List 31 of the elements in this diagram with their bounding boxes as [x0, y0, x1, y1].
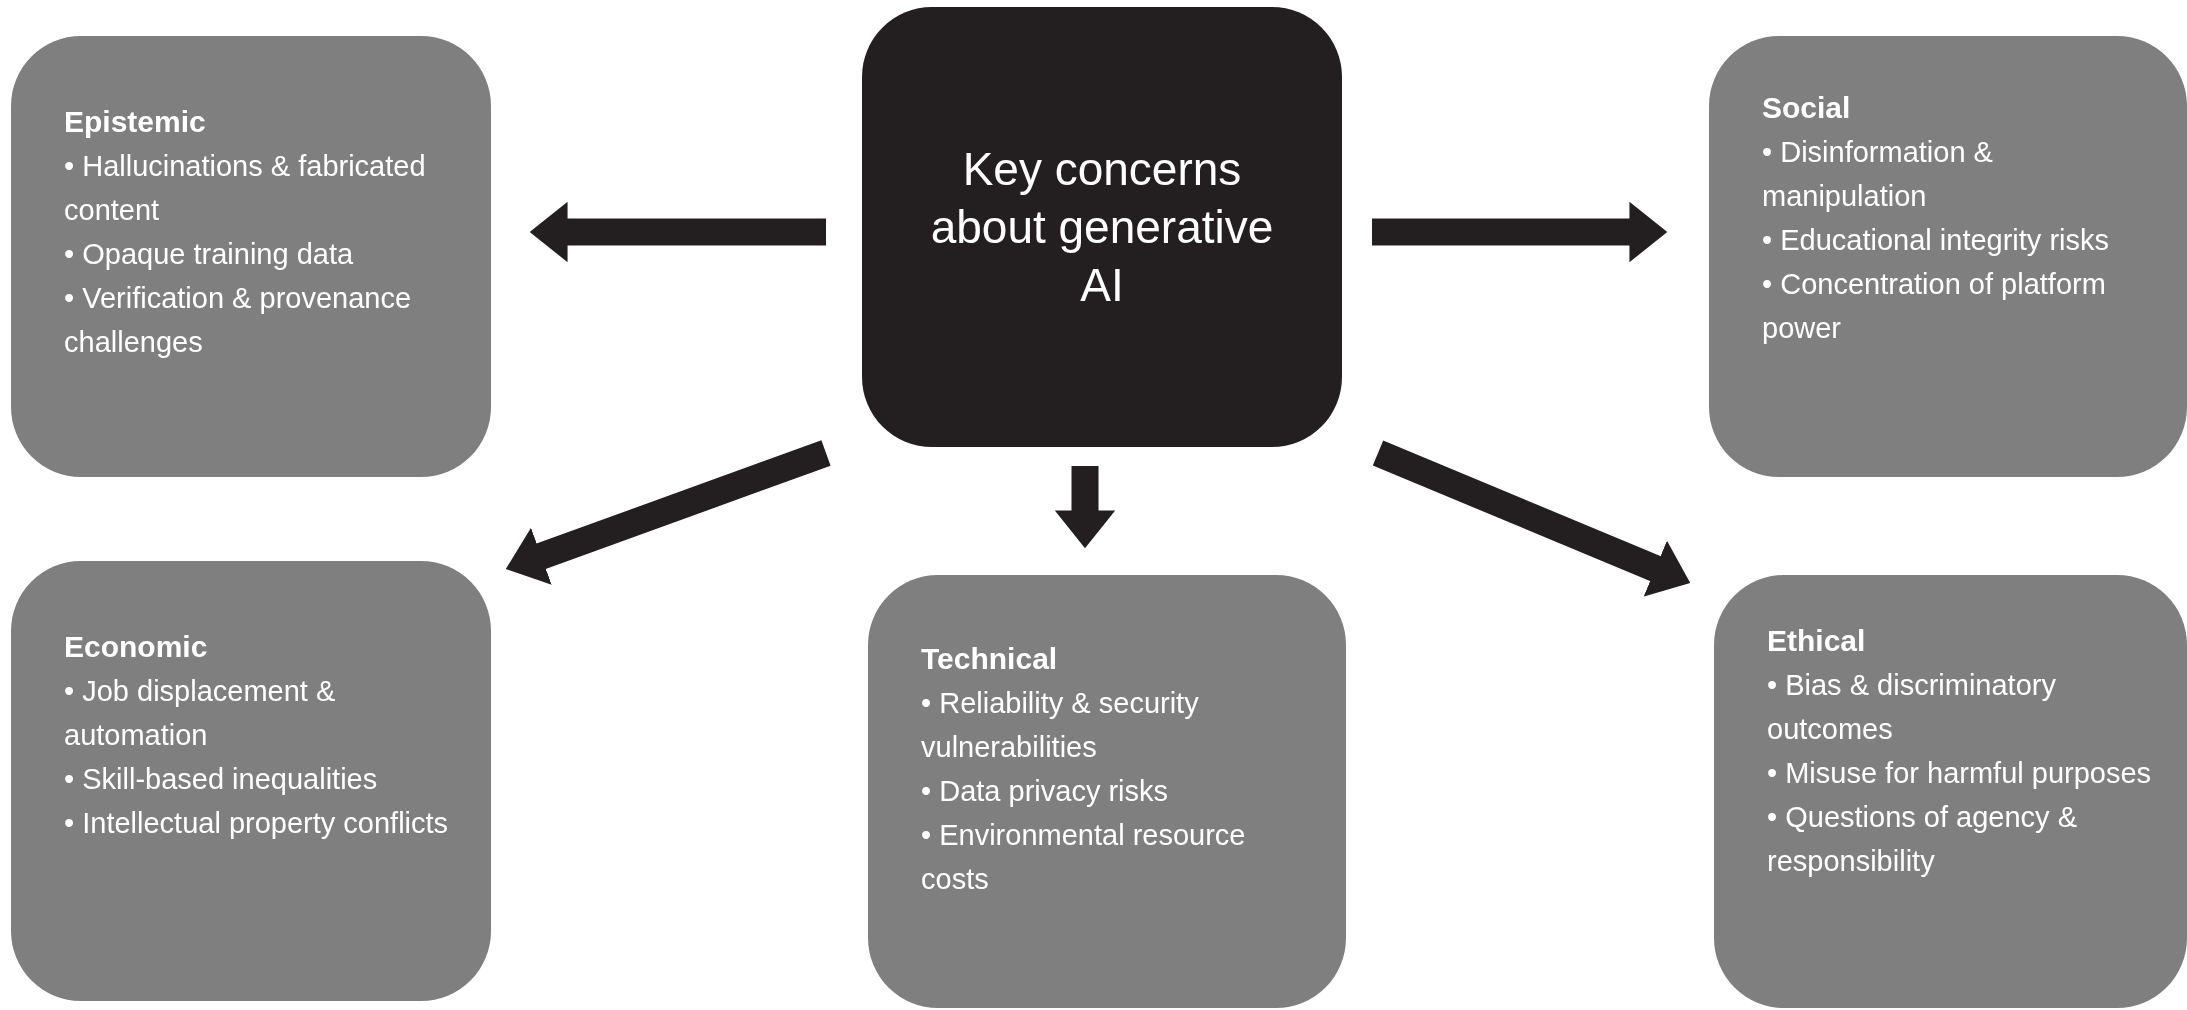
bullet-item: • Skill-based inequalities: [64, 762, 379, 797]
bullet-item: • Verification & provenance challenges: [64, 281, 413, 360]
bullet-item: • Reliability & security vulnerabilities: [921, 686, 1200, 765]
bullet-item: • Educational integrity risks: [1762, 223, 2111, 258]
bullet-item: • Data privacy risks: [921, 774, 1170, 809]
category-box: [11, 561, 491, 1001]
bullet-item: • Job displacement & automation: [64, 674, 337, 753]
central-title: Key concerns about generative AI: [929, 142, 1275, 313]
bullet-item: • Opaque training data: [64, 237, 355, 272]
bullet-item: • Disinformation & manipulation: [1762, 135, 1994, 214]
arrow: [529, 201, 826, 263]
category-heading: Epistemic: [64, 104, 207, 140]
central-box: [862, 7, 1342, 447]
category-heading: Social: [1762, 90, 1852, 126]
bullet-item: • Concentration of platform power: [1762, 267, 2107, 346]
bullet-item: • Environmental resource costs: [921, 818, 1247, 897]
category-heading: Technical: [921, 641, 1059, 677]
arrow: [1054, 466, 1116, 549]
category-box: [1709, 36, 2187, 477]
category-box: [11, 36, 491, 477]
category-heading: Economic: [64, 629, 209, 665]
category-heading: Ethical: [1767, 623, 1867, 659]
arrow: [1372, 201, 1668, 263]
category-box: [868, 575, 1346, 1008]
bullet-item: • Misuse for harmful purposes: [1767, 756, 2153, 791]
bullet-item: • Intellectual property conflicts: [64, 806, 450, 841]
bullet-item: • Questions of agency & responsibility: [1767, 800, 2078, 879]
bullet-item: • Bias & discriminatory outcomes: [1767, 668, 2057, 747]
bullet-item: • Hallucinations & fabricated content: [64, 149, 427, 228]
arrow: [505, 440, 831, 585]
category-box: [1714, 575, 2187, 1008]
